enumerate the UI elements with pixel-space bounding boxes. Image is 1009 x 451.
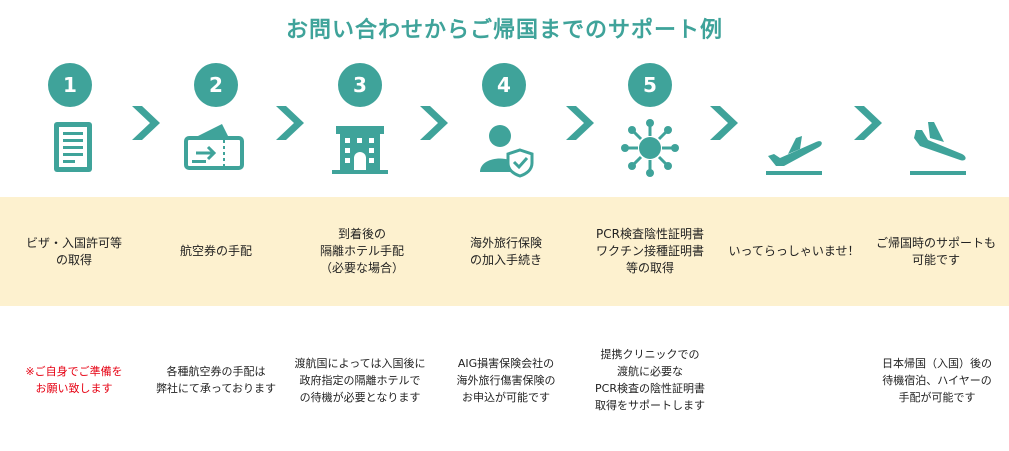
chevron-right-icon — [132, 106, 160, 140]
step-number-2: 2 — [194, 63, 238, 107]
chevron-right-icon — [566, 106, 594, 140]
steps-band — [0, 197, 1009, 306]
step-label-4: 海外旅行保険 の加入手続き — [469, 235, 542, 267]
landing-icon — [910, 122, 966, 175]
step-note-4: AIG損害保険会社の 海外旅行傷害保険の お申込が可能です — [456, 356, 556, 404]
step-label-6: いってらっしゃいませ！ — [728, 244, 860, 258]
step-note-7: 日本帰国（入国）後の 待機宿泊、ハイヤーの 手配が可能です — [882, 356, 992, 404]
step-label-3: 到着後の 隔離ホテル手配 （必要な場合） — [319, 227, 404, 275]
step-note-2: 各種航空券の手配は 弊社にて承っております — [155, 365, 277, 395]
chevron-right-icon — [854, 106, 882, 140]
chevron-right-icon — [276, 106, 304, 140]
step-note-1: ※ご自身でご準備を お願い致します — [25, 365, 123, 395]
step-label-5: PCR検査陰性証明書 ワクチン接種証明書 等の取得 — [595, 227, 704, 275]
chevron-right-icon — [420, 106, 448, 140]
virus-icon — [621, 119, 679, 177]
ticket-icon — [184, 124, 244, 170]
step-number-4: 4 — [482, 63, 526, 107]
step-number-1: 1 — [48, 63, 92, 107]
step-number-5: 5 — [628, 63, 672, 107]
step-label-7: ご帰国時のサポートも 可能です — [875, 235, 996, 267]
step-label-2: 航空券の手配 — [179, 244, 252, 258]
insurance-icon — [480, 125, 534, 178]
chevron-right-icon — [710, 106, 738, 140]
step-label-1: ビザ・入国許可等 の取得 — [25, 235, 122, 267]
step-number-3: 3 — [338, 63, 382, 107]
page-title: お問い合わせからご帰国までのサポート例 — [285, 18, 723, 43]
document-icon — [54, 122, 92, 172]
step-note-5: 提携クリニックでの 渡航に必要な PCR検査の陰性証明書 取得をサポートします — [595, 348, 705, 412]
hotel-icon — [332, 126, 388, 174]
step-note-3: 渡航国によっては入国後に 政府指定の隔離ホテルで の待機が必要となります — [294, 356, 426, 404]
takeoff-icon — [766, 136, 822, 175]
